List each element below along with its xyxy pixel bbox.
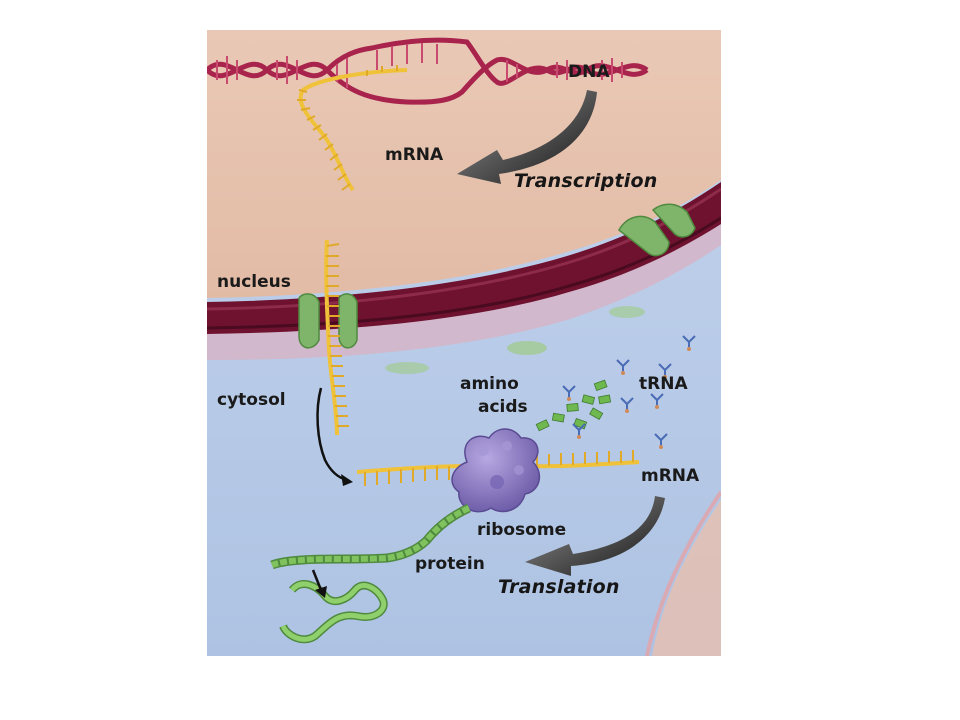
ribosome-label: ribosome: [477, 520, 567, 540]
nuclear-pore-icon: [618, 203, 696, 257]
trna-molecule-icon: [562, 335, 696, 449]
mrna-strand-icon: [297, 65, 408, 192]
protein-label: protein: [415, 554, 485, 574]
nuclear-pore-icon: [298, 293, 358, 349]
trna-label: tRNA: [639, 374, 688, 394]
dna-label: DNA: [568, 62, 610, 82]
protein-synthesis-diagram: [207, 30, 721, 656]
amino-acids-label-line1: amino: [460, 374, 519, 394]
translation-arrow-icon: [525, 496, 665, 576]
mrna-label-top: mRNA: [385, 145, 444, 165]
translation-label: Translation: [498, 576, 620, 598]
protein-chain-icon: [270, 503, 471, 570]
cell-membrane: [652, 500, 721, 656]
transcription-arrow-icon: [457, 90, 597, 184]
nucleus-label: nucleus: [217, 272, 291, 292]
amino-acids-label-line2: acids: [478, 397, 528, 417]
mrna-strand-icon: [324, 239, 349, 436]
cytosol-label: cytosol: [217, 390, 286, 410]
mrna-label-bottom: mRNA: [641, 466, 700, 486]
dna-helix-icon: [207, 37, 649, 105]
cytosol-arrow-icon: [316, 387, 353, 486]
folding-arrow-icon: [311, 569, 327, 598]
ribosome-icon: [451, 428, 541, 513]
transcription-label: Transcription: [514, 170, 658, 192]
